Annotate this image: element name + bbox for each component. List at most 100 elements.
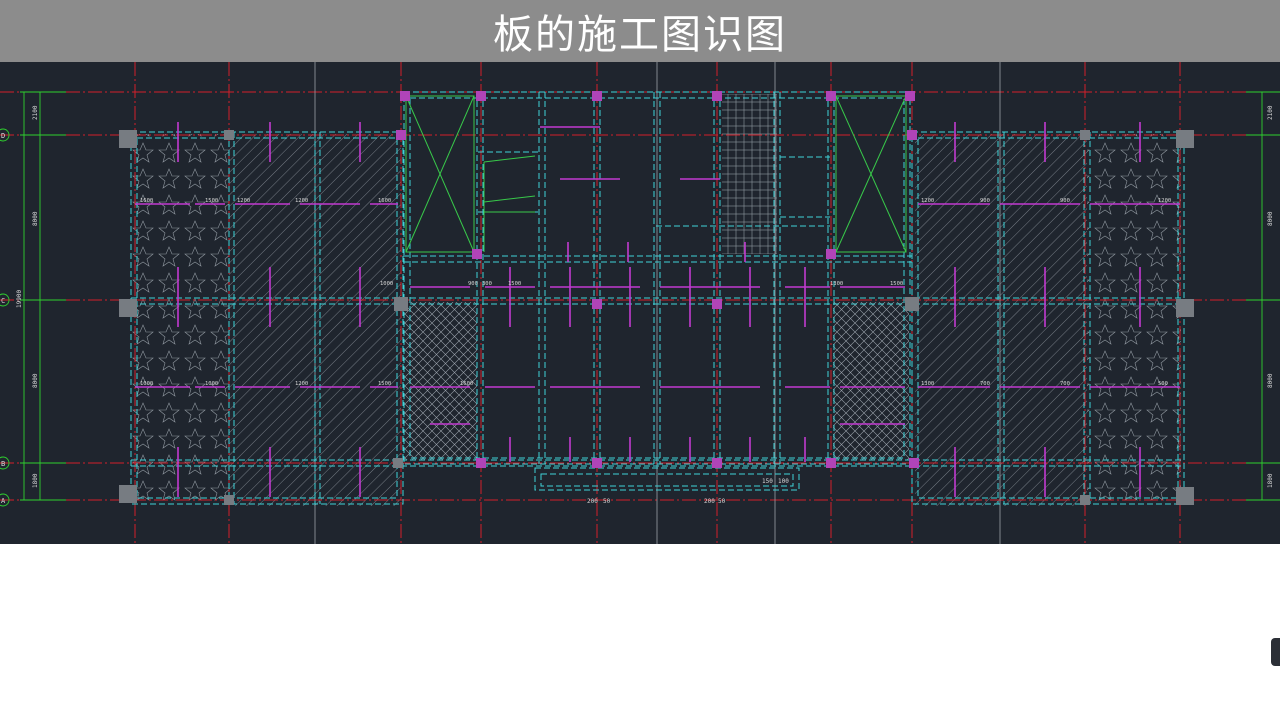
column <box>1176 299 1194 317</box>
column <box>826 249 836 259</box>
slab-panel-star-left <box>131 134 229 506</box>
left-dim-8000-bottom: 8000 <box>32 373 39 388</box>
bottom-dim-200: 200 <box>587 498 598 505</box>
column <box>476 458 486 468</box>
axis-label-d: D <box>1 132 5 140</box>
rebar-labels: 1600 1500 1200 1200 1600 1000 1000 1200 1500 1600… <box>140 198 1171 387</box>
rebar-length-label: 1500 <box>890 281 903 287</box>
side-handle[interactable] <box>1271 638 1280 666</box>
rebar-length-label: 1600 <box>378 198 391 204</box>
bottom-dim-150: 150 <box>762 478 773 485</box>
rebar-length-label: 1200 <box>295 198 308 204</box>
slab-panels <box>131 94 1181 506</box>
rebar-length-label: 1000 <box>140 381 153 387</box>
column <box>476 91 486 101</box>
left-dim-8000-top: 8000 <box>32 211 39 226</box>
slab-panel-hatch-right-1 <box>915 134 1001 506</box>
axis-bubble-b <box>0 456 10 470</box>
column <box>1080 495 1090 505</box>
beam-lines <box>130 91 1185 505</box>
slab-panel-stair <box>722 94 777 254</box>
rebar-length-label: 900 <box>1060 198 1070 204</box>
column <box>592 458 602 468</box>
rebar-length-label: 900 <box>468 281 478 287</box>
slab-panel-hatch-left-2 <box>317 134 401 506</box>
column <box>592 91 602 101</box>
right-dim-1800: 1800 <box>1267 473 1274 488</box>
column <box>712 91 722 101</box>
bottom-dim-50-b: 50 <box>718 498 726 505</box>
rebar-length-label: 1200 <box>1158 198 1171 204</box>
rebar-length-label: 1600 <box>140 198 153 204</box>
rebar-length-label: 1200 <box>295 381 308 387</box>
floor-slab-plan: 1600 1500 1200 1200 1600 1000 1000 1200 1500 1600… <box>0 62 1280 544</box>
rebar-length-label: 300 <box>482 281 492 287</box>
right-dim-8000-top: 8000 <box>1267 211 1274 226</box>
rebar-length-label: 1000 <box>380 281 393 287</box>
rebar-marks <box>135 122 1180 497</box>
right-dim-8000-bottom: 8000 <box>1267 373 1274 388</box>
dimension-lines <box>20 91 1280 501</box>
rebar-length-label: 1500 <box>378 381 391 387</box>
rebar-length-label: 1300 <box>830 281 843 287</box>
rebar-length-label: 1500 <box>205 198 218 204</box>
column <box>400 91 410 101</box>
axis-bubble-d <box>0 128 10 142</box>
column <box>907 130 917 140</box>
left-dim-19900: 19900 <box>16 290 23 308</box>
rebar-length-label: 1300 <box>921 381 934 387</box>
slab-panel-cross-left <box>404 302 477 460</box>
column <box>905 297 919 311</box>
rebar-length-label: 900 <box>980 198 990 204</box>
column <box>396 130 406 140</box>
content-area <box>0 544 1280 720</box>
column <box>119 485 137 503</box>
page-title: 板的施工图识图 <box>493 12 787 58</box>
title-bar: 板的施工图识图 <box>0 0 1280 62</box>
left-dim-1800: 1800 <box>32 473 39 488</box>
column <box>472 249 482 259</box>
axis-bubbles <box>0 128 10 507</box>
axis-label-c: C <box>1 297 5 305</box>
columns <box>119 91 1194 505</box>
column <box>119 299 137 317</box>
column <box>826 458 836 468</box>
slab-panel-cross-right <box>833 302 909 460</box>
axis-label-b: B <box>1 460 5 468</box>
column <box>712 299 722 309</box>
bottom-dim-100: 100 <box>778 478 789 485</box>
slab-panel-hatch-left-1 <box>229 134 317 506</box>
elevator-shafts <box>405 95 907 253</box>
rebar-length-label: 500 <box>1158 381 1168 387</box>
axis-bubble-a <box>0 493 10 507</box>
rebar-length-label: 1500 <box>508 281 521 287</box>
slab-panel-hatch-right-2 <box>1001 134 1087 506</box>
column <box>1176 130 1194 148</box>
left-dim-2100: 2100 <box>32 105 39 120</box>
column <box>393 458 403 468</box>
column <box>224 130 234 140</box>
column <box>224 495 234 505</box>
column <box>1080 130 1090 140</box>
bottom-dim-200-b: 200 <box>704 498 715 505</box>
column <box>119 130 137 148</box>
axis-label-a: A <box>1 497 6 505</box>
slab-panel-star-right <box>1087 134 1181 506</box>
column <box>909 458 919 468</box>
column <box>1176 487 1194 505</box>
rebar-length-label: 700 <box>1060 381 1070 387</box>
rebar-length-label: 1200 <box>921 198 934 204</box>
column <box>712 458 722 468</box>
rebar-length-label: 1200 <box>237 198 250 204</box>
right-dim-2100: 2100 <box>1267 105 1274 120</box>
rebar-length-label: 1000 <box>205 381 218 387</box>
rebar-length-label: 1600 <box>460 381 473 387</box>
column <box>826 91 836 101</box>
column <box>394 297 408 311</box>
column <box>592 299 602 309</box>
cad-drawing-viewport[interactable]: 1600 1500 1200 1200 1600 1000 1000 1200 1500 1600… <box>0 62 1280 544</box>
axis-bubble-c <box>0 293 10 307</box>
bottom-dim-50: 50 <box>603 498 611 505</box>
rebar-length-label: 700 <box>980 381 990 387</box>
column <box>905 91 915 101</box>
